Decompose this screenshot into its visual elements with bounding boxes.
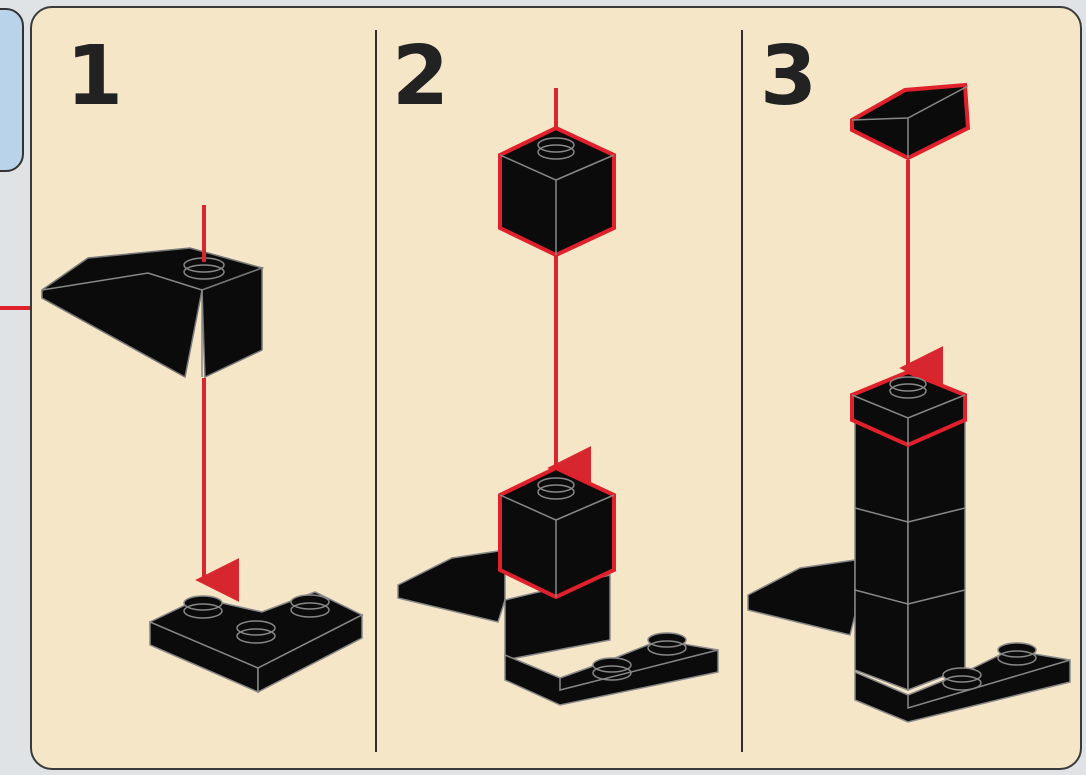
- step-1-corner-plate: [150, 592, 362, 692]
- step-1-slope-brick: [42, 248, 262, 377]
- step-2-brick-1x1: [500, 128, 614, 255]
- step-3-assembly: [748, 372, 1070, 722]
- step-3-small-slope: [852, 85, 968, 158]
- step-2-assembly: [398, 468, 718, 705]
